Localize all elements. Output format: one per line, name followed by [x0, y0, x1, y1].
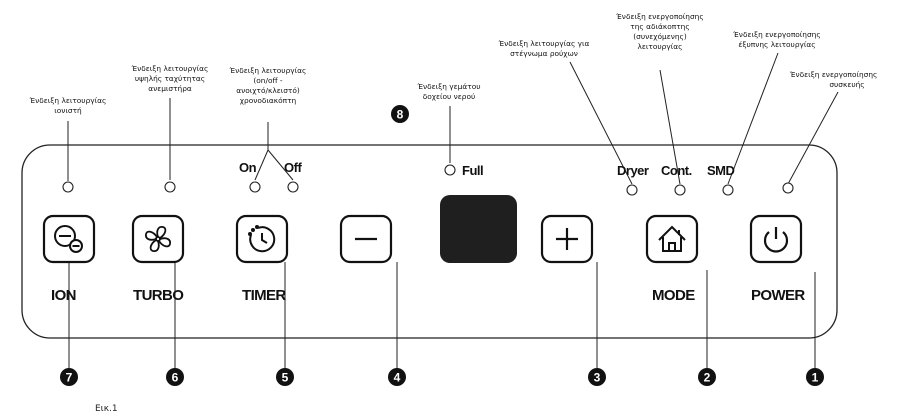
turbo-indicator-note: Ένδειξη λειτουργίας υψηλής ταχύτητας ανε…	[115, 64, 225, 94]
note-line: λειτουργίας	[637, 42, 683, 51]
ion-button[interactable]	[42, 214, 96, 264]
mode-button[interactable]	[645, 214, 699, 264]
marker-6-turbo	[166, 368, 184, 386]
note-line: Ένδειξη λειτουργίας για	[498, 39, 590, 48]
power-button-label: POWER	[751, 287, 805, 304]
note-line: Ένδειξη λειτουργίας	[229, 66, 307, 75]
smd-indicator-led	[722, 184, 734, 196]
timer-on-label: On	[239, 160, 257, 175]
full-indicator-note: Ένδειξη γεμάτου δοχείου νερού	[403, 82, 495, 102]
power-indicator-note: Ένδειξη ενεργοποίησης συσκευής	[790, 70, 902, 90]
mode-button-label: MODE	[652, 287, 695, 304]
note-line: (συνεχόμενης)	[633, 32, 687, 41]
note-line: της αδιάκοπτης	[630, 22, 690, 31]
marker-2-number: 2	[704, 371, 711, 385]
note-line: (on/off -	[253, 76, 283, 85]
timer-indicator-note: Ένδειξη λειτουργίας (on/off - ανοιχτό/κλ…	[216, 66, 320, 106]
power-indicator-led	[782, 182, 794, 194]
indicator-leds	[62, 164, 794, 196]
full-label: Full	[462, 163, 484, 178]
note-line: ανοιχτό/κλειστό)	[236, 86, 300, 95]
smd-label: SMD	[707, 163, 735, 178]
ion-button-label: ION	[51, 287, 76, 304]
dryer-indicator-note: Ένδειξη λειτουργίας για στέγνωμα ρούχων	[484, 39, 604, 59]
timer-icon	[248, 225, 276, 253]
note-line: συσκευής	[829, 80, 865, 89]
marker-1-number: 1	[812, 371, 819, 385]
turbo-button-label: TURBO	[133, 287, 184, 304]
power-icon	[763, 227, 789, 253]
marker-2-mode	[698, 368, 716, 386]
digital-display	[440, 195, 517, 263]
marker-5-number: 5	[282, 371, 289, 385]
leader-lines	[67, 52, 839, 368]
note-line: έξυπνης λειτουργίας	[738, 40, 816, 49]
cont-label: Cont.	[661, 163, 692, 178]
marker-4-minus	[388, 368, 406, 386]
note-line: Ένδειξη	[616, 12, 646, 21]
note-line: υψηλής ταχύτητας	[134, 74, 206, 83]
ioniser-indicator-note: Ένδειξη λειτουργίας ιονιστή	[18, 96, 118, 116]
note-line: στέγνωμα ρούχων	[510, 49, 578, 58]
marker-8-display	[391, 105, 409, 123]
figure-caption: Εικ.1	[95, 404, 118, 414]
marker-3-plus	[588, 368, 606, 386]
note-line: Ένδειξη ενεργοποίησης	[790, 70, 878, 79]
turbo-indicator-led	[164, 181, 176, 193]
marker-7-ion	[60, 368, 78, 386]
control-panel-outline	[21, 144, 838, 339]
note-line: ενεργοποίησης	[648, 12, 704, 21]
note-line: χρονοδιακόπτη	[239, 96, 297, 105]
marker-7-number: 7	[66, 371, 73, 385]
full-indicator-led	[444, 164, 456, 176]
plus-icon	[556, 228, 578, 250]
timer-off-indicator-led	[287, 181, 299, 193]
dryer-label: Dryer	[617, 163, 649, 178]
note-line: δοχείου νερού	[422, 92, 476, 101]
home-icon	[658, 225, 686, 252]
note-line: Ένδειξη γεμάτου	[417, 82, 481, 91]
marker-1-power	[806, 368, 824, 386]
note-line: ανεμιστήρα	[148, 84, 192, 93]
turbo-button[interactable]	[131, 214, 185, 264]
note-line: Ένδειξη ενεργοποίησης	[733, 30, 821, 39]
timer-off-label: Off	[284, 160, 302, 175]
cont-indicator-note: Ένδειξη ενεργοποίησης της αδιάκοπτης (συ…	[610, 12, 710, 52]
timer-on-indicator-led	[249, 181, 261, 193]
marker-6-number: 6	[172, 371, 179, 385]
marker-4-number: 4	[394, 371, 401, 385]
note-line: Ένδειξη λειτουργίας	[29, 96, 107, 105]
marker-8-number: 8	[397, 108, 404, 122]
smd-indicator-note: Ένδειξη ενεργοποίησης έξυπνης λειτουργία…	[722, 30, 832, 50]
ion-indicator-led	[62, 181, 74, 193]
timer-button-label: TIMER	[242, 287, 286, 304]
marker-3-number: 3	[594, 371, 601, 385]
dryer-indicator-led	[626, 184, 638, 196]
fan-icon	[144, 225, 172, 253]
marker-5-timer	[276, 368, 294, 386]
note-line: Ένδειξη λειτουργίας	[131, 64, 209, 73]
note-line: ιονιστή	[54, 106, 82, 115]
ion-icon	[54, 225, 83, 253]
cont-indicator-led	[674, 184, 686, 196]
